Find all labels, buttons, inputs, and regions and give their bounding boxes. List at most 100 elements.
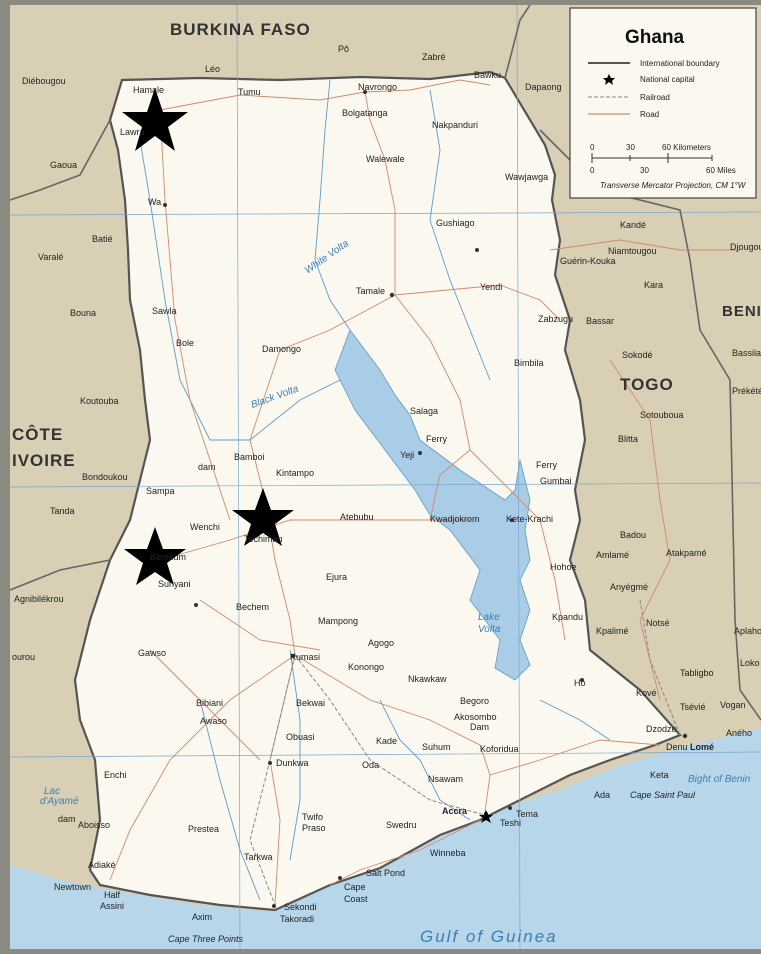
city-lome: Lomé bbox=[690, 742, 714, 752]
city-leo: Léo bbox=[205, 64, 220, 74]
city-bibiani: Bibiani bbox=[196, 698, 223, 708]
city-newtown: Newtown bbox=[54, 882, 91, 892]
label-ferry-yeji: Ferry bbox=[426, 434, 447, 444]
legend-international-boundary: International boundary bbox=[640, 59, 720, 68]
city-tsevie: Tsévié bbox=[680, 702, 706, 712]
city-gushiago: Gushiago bbox=[436, 218, 475, 228]
city-niamtougou: Niamtougou bbox=[608, 246, 657, 256]
capital-star-accra bbox=[479, 810, 493, 823]
lake-volta bbox=[334, 329, 531, 681]
label-ivoire: IVOIRE bbox=[12, 451, 76, 470]
city-agogo: Agogo bbox=[368, 638, 394, 648]
city-zabzugu: Zabzugu bbox=[538, 314, 573, 324]
scale-km-30: 30 bbox=[626, 143, 635, 152]
frame-left bbox=[0, 0, 10, 949]
city-kpandu: Kpandu bbox=[552, 612, 583, 622]
city-hohoe: Hohoe bbox=[550, 562, 577, 572]
city-bekwai: Bekwai bbox=[296, 698, 325, 708]
city-dunkwa: Dunkwa bbox=[276, 758, 309, 768]
city-damongo: Damongo bbox=[262, 344, 301, 354]
label-cape-three-points: Cape Three Points bbox=[168, 934, 244, 944]
city-denu: Denu bbox=[666, 742, 688, 752]
city-varale: Varalé bbox=[38, 252, 63, 262]
legend-title: Ghana bbox=[625, 27, 685, 48]
city-koforidua: Koforidua bbox=[480, 744, 519, 754]
city-keta: Keta bbox=[650, 770, 669, 780]
city-navrongo: Navrongo bbox=[358, 82, 397, 92]
city-sunyani: Sunyani bbox=[158, 579, 191, 589]
city-cape: Cape bbox=[344, 882, 366, 892]
star-marker-techiman bbox=[232, 488, 294, 546]
city-diebougou: Diébougou bbox=[22, 76, 66, 86]
city-nkawkaw: Nkawkaw bbox=[408, 674, 447, 684]
label-togo: TOGO bbox=[620, 375, 674, 394]
city-takoradi: Takoradi bbox=[280, 914, 314, 924]
city-kete-krachi: Kete-Krachi bbox=[506, 514, 553, 524]
city-guerin-kouka: Guérin-Kouka bbox=[560, 256, 616, 266]
label-dayeme: d'Ayamé bbox=[40, 796, 79, 807]
city-sawla: Sawla bbox=[152, 306, 177, 316]
city-bole: Bole bbox=[176, 338, 194, 348]
city-konongo: Konongo bbox=[348, 662, 384, 672]
label-lake: Lake bbox=[478, 612, 500, 623]
city-ho: Ho bbox=[574, 678, 586, 688]
city-wenchi: Wenchi bbox=[190, 522, 220, 532]
city-half: Half bbox=[104, 890, 121, 900]
city-sekondi: Sekondi bbox=[284, 902, 317, 912]
star-marker-lawra bbox=[122, 88, 188, 151]
city-atakpame: Atakpamé bbox=[666, 548, 707, 558]
scale-km-0: 0 bbox=[590, 143, 595, 152]
label-dam-bui: dam bbox=[198, 462, 216, 472]
city-adiake: Adiaké bbox=[88, 860, 116, 870]
city-aplahoue: Aplahoué bbox=[734, 626, 761, 636]
city-enchi: Enchi bbox=[104, 770, 127, 780]
city-awaso: Awaso bbox=[200, 716, 227, 726]
scale-mi-30: 30 bbox=[640, 166, 649, 175]
city-agnibilekrou: Agnibilékrou bbox=[14, 594, 64, 604]
city-gaoua: Gaoua bbox=[50, 160, 77, 170]
city-walewale: Walewale bbox=[366, 154, 405, 164]
label-bight-of-benin: Bight of Benin bbox=[688, 774, 751, 785]
legend-scale-bar bbox=[591, 153, 713, 163]
city-dzodze: Dzodze bbox=[646, 724, 677, 734]
label-volta: Volta bbox=[478, 624, 501, 635]
ghana-land bbox=[73, 70, 682, 912]
city-teshi: Teshi bbox=[500, 818, 521, 828]
scale-mi-0: 0 bbox=[590, 166, 595, 175]
city-salt-pond: Salt Pond bbox=[366, 868, 405, 878]
legend-road: Road bbox=[640, 110, 659, 119]
city-wawjaweja: Wawjawga bbox=[505, 172, 548, 182]
city-techiman: Techiman bbox=[244, 534, 283, 544]
graticule bbox=[9, 4, 761, 950]
city-prekete: Prékété bbox=[732, 386, 761, 396]
city-tarkwa: Tarkwa bbox=[244, 852, 273, 862]
city-yeji: Yeji bbox=[400, 450, 414, 460]
city-winneba: Winneba bbox=[430, 848, 466, 858]
city-oda: Oda bbox=[362, 760, 379, 770]
city-tamale: Tamale bbox=[356, 286, 385, 296]
city-anyegme: Anyégmé bbox=[610, 582, 648, 592]
city-prestea: Prestea bbox=[188, 824, 219, 834]
city-dam: Dam bbox=[470, 722, 489, 732]
city-aneho: Aného bbox=[726, 728, 752, 738]
city-mampong: Mampong bbox=[318, 616, 358, 626]
city-bassila: Bassila bbox=[732, 348, 761, 358]
city-akosombo: Akosombo bbox=[454, 712, 497, 722]
city-kumasi: Kumasi bbox=[290, 652, 320, 662]
label-cote: CÔTE bbox=[12, 425, 63, 444]
city-djougou: Djougou bbox=[730, 242, 761, 252]
city-badou: Badou bbox=[620, 530, 646, 540]
city-wa: Wa bbox=[148, 197, 161, 207]
city-salaga: Salaga bbox=[410, 406, 438, 416]
label-ferry-kete: Ferry bbox=[536, 460, 557, 470]
city-nakpanduri: Nakpanduri bbox=[432, 120, 478, 130]
star-marker-berekum bbox=[124, 527, 186, 585]
city-sampa: Sampa bbox=[146, 486, 175, 496]
city-axim: Axim bbox=[192, 912, 212, 922]
scale-km-60: 60 Kilometers bbox=[662, 143, 711, 152]
legend-projection: Transverse Mercator Projection, CM 1°W bbox=[600, 181, 747, 190]
city-sokode: Sokodé bbox=[622, 350, 653, 360]
frame-top bbox=[0, 0, 761, 5]
railroads bbox=[249, 599, 681, 906]
